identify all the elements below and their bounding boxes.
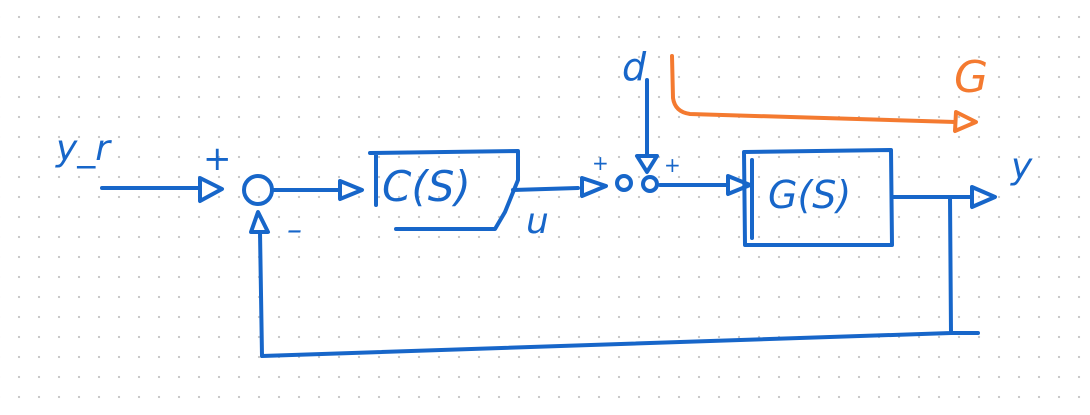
plant-label: G(S) [768,173,851,217]
controller-label: C(S) [382,162,471,211]
disturbance-arrow [635,78,659,174]
disturbance-to-output-path [670,54,978,133]
plant-box [742,148,894,247]
output-arrow [890,185,997,209]
plant-input-arrowhead [726,174,752,196]
control-signal-arrow [511,176,608,198]
control-signal-label: u [526,201,549,242]
output-arrowhead [970,185,997,209]
control-line [511,186,580,192]
feedback-arrowhead [249,210,270,234]
disturbance-junction [641,175,659,193]
transfer-label: G [954,52,988,103]
summing-junction-1 [242,174,274,206]
minus-sign-feedback: – [287,213,302,248]
orange-path-line [670,54,957,124]
plant-input-arrow [658,174,752,196]
controller-block [368,149,520,231]
plant-block [742,148,894,247]
disturbance-arrowhead [635,154,659,174]
input-label: y_r [55,128,112,169]
orange-arrowhead [953,110,978,133]
error-arrowhead [338,179,364,201]
disturbance-label: d [622,45,647,89]
controller-box [368,149,520,231]
feedback-line [258,195,980,358]
input-arrowhead [198,176,224,203]
summing-junction-2 [615,174,633,192]
error-signal-arrow [270,179,364,201]
plus-sign-left: + [592,151,609,175]
plus-sign-input: + [203,139,232,179]
plus-sign-right: + [664,153,681,177]
output-label: y [1010,146,1033,187]
reference-input-arrow [100,176,224,203]
feedback-loop [249,195,980,358]
control-arrowhead [580,176,608,198]
